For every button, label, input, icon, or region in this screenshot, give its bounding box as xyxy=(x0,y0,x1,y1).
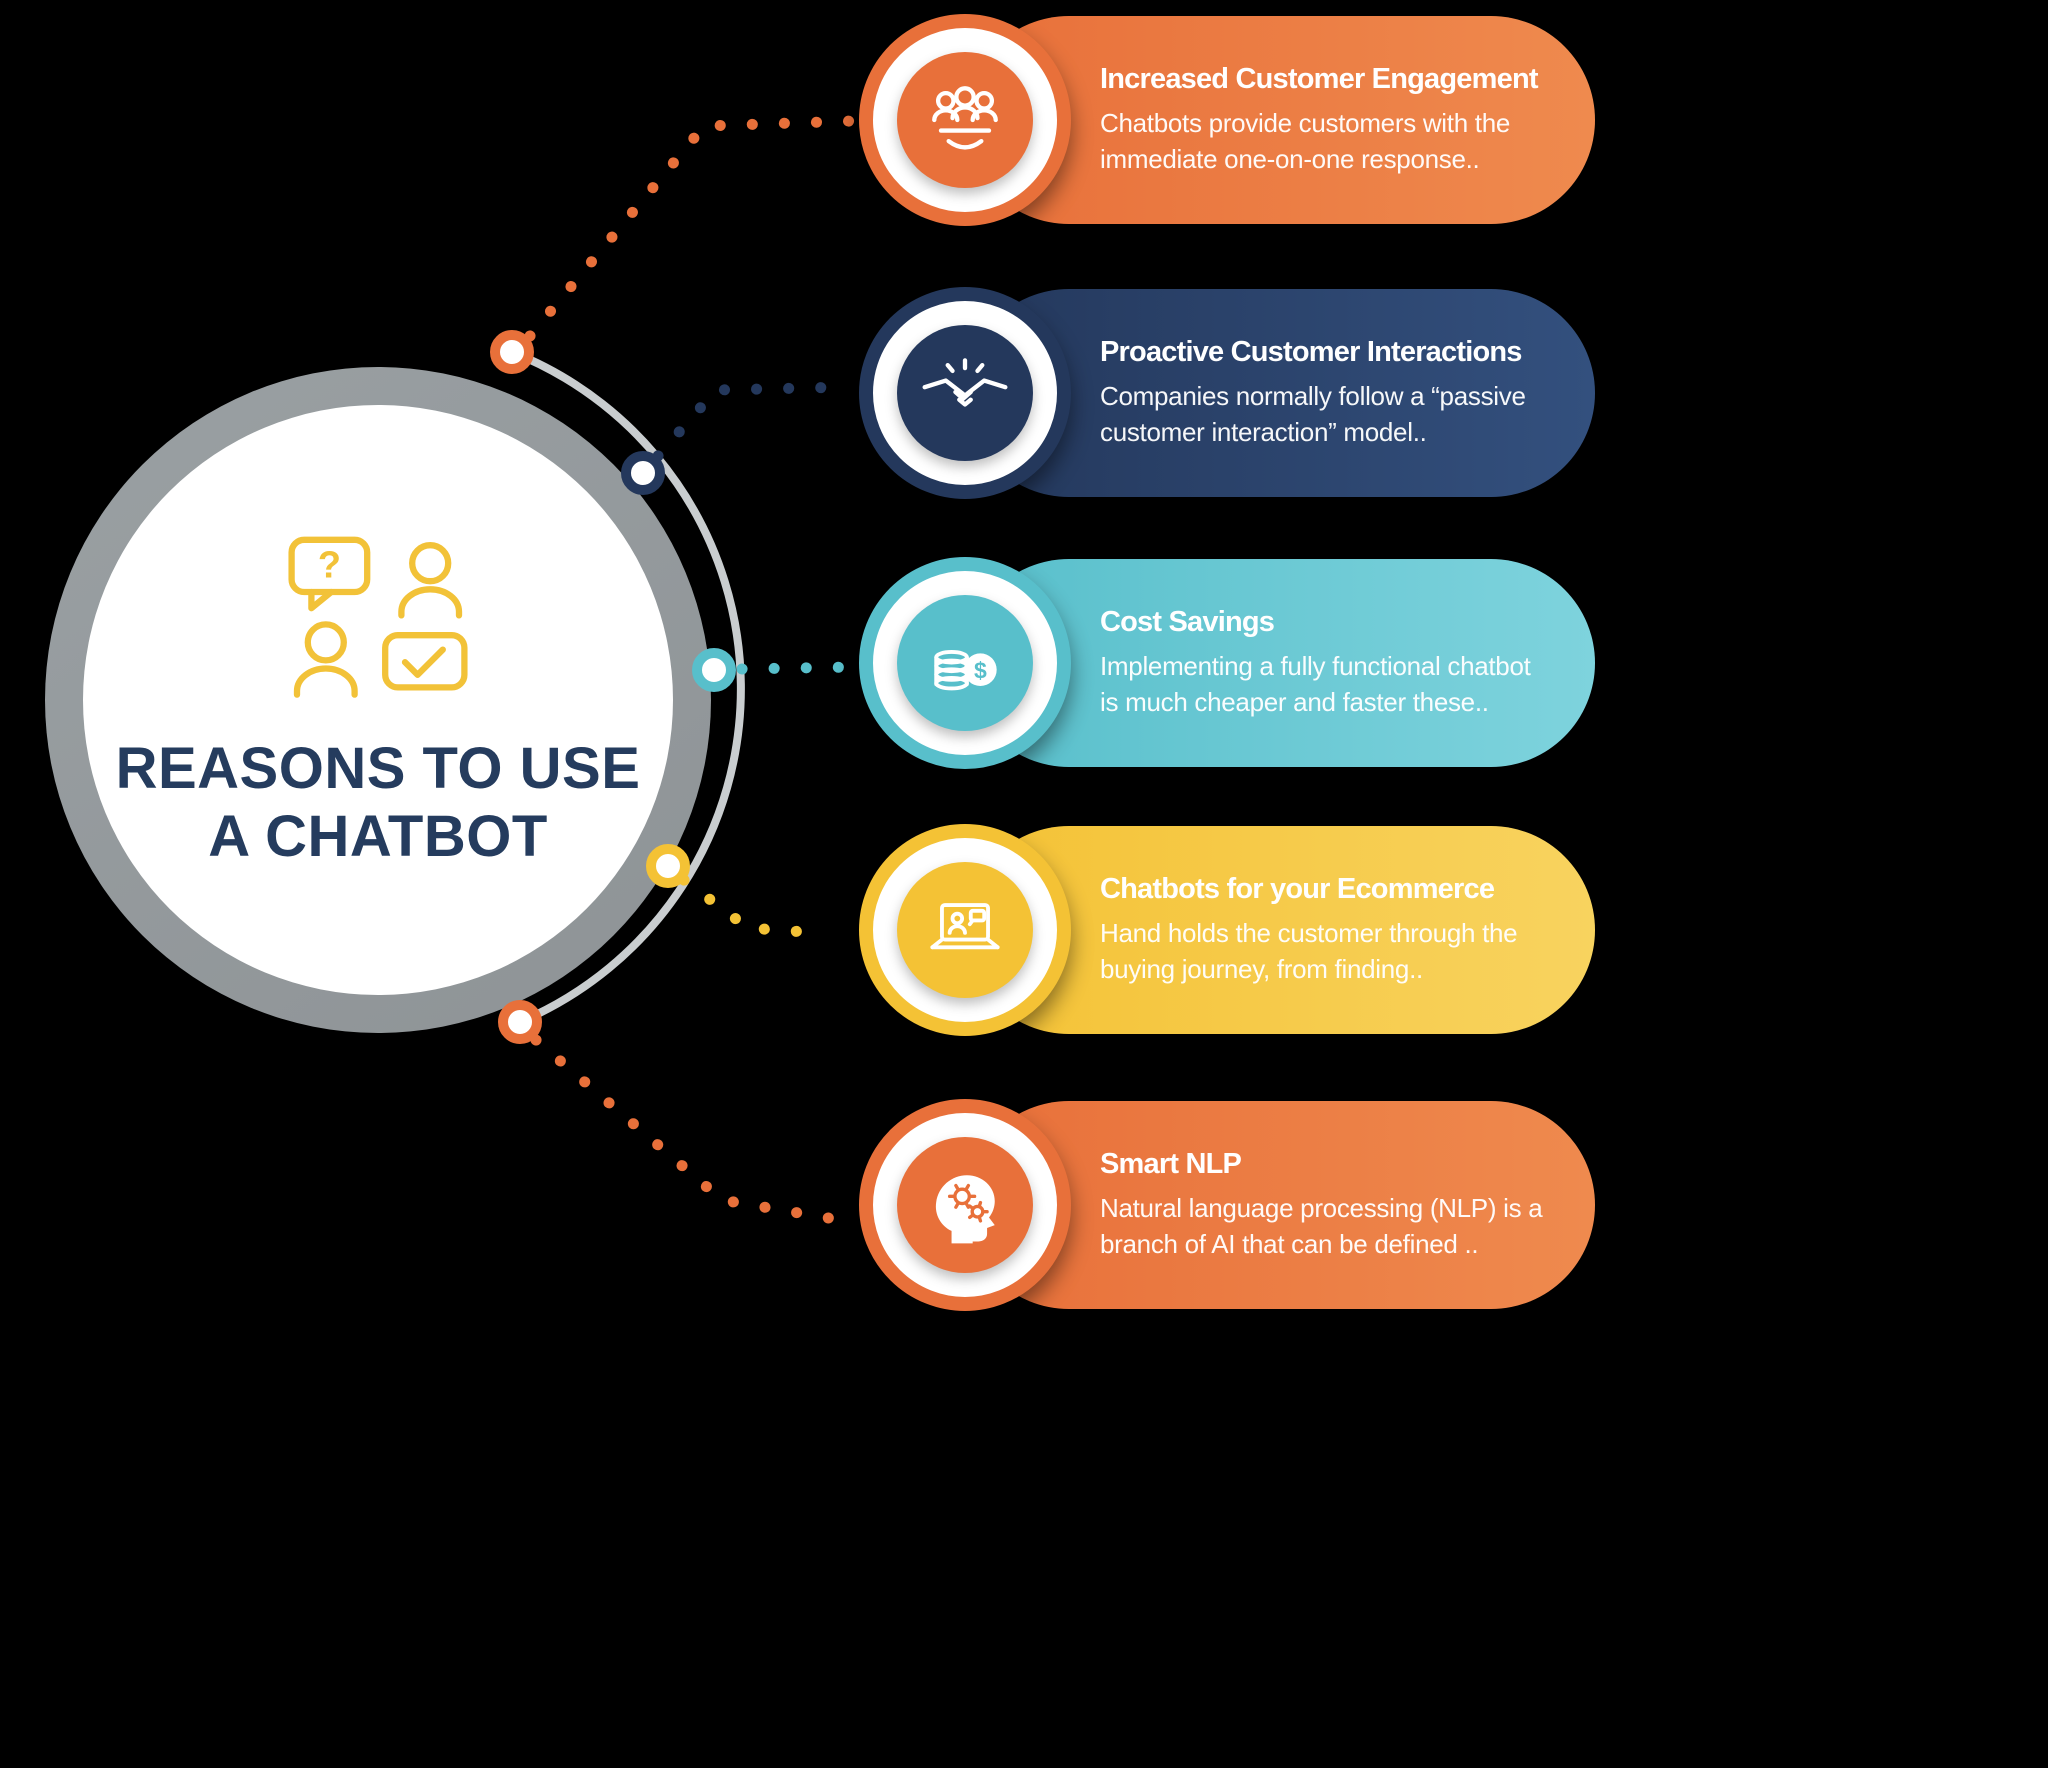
connector-dots-4 xyxy=(678,874,812,938)
reason-badge xyxy=(859,287,1071,499)
reason-badge xyxy=(859,1099,1071,1311)
connector-dots-2 xyxy=(652,381,856,462)
connector-dots-5 xyxy=(530,1034,858,1228)
reason-title: Proactive Customer Interactions xyxy=(1100,335,1522,368)
reason-badge-core: $ xyxy=(897,595,1033,731)
main-title-line2: A CHATBOT xyxy=(208,804,548,869)
reason-badge-core xyxy=(897,1137,1033,1273)
reason-title: Chatbots for your Ecommerce xyxy=(1100,872,1495,905)
reason-badge: $ xyxy=(859,557,1071,769)
reason-badge xyxy=(859,14,1071,226)
reason-item-proactive: Proactive Customer Interactions Companie… xyxy=(859,287,1619,499)
reason-pill: Proactive Customer Interactions Companie… xyxy=(965,289,1595,497)
connector-node-5 xyxy=(498,1000,542,1044)
reason-item-ecommerce: Chatbots for your Ecommerce Hand holds t… xyxy=(859,824,1619,1036)
reason-title: Smart NLP xyxy=(1100,1147,1242,1180)
main-title: REASONS TO USE A CHATBOT xyxy=(116,735,641,872)
cost-savings-icon: $ xyxy=(934,650,997,691)
svg-text:$: $ xyxy=(974,657,987,683)
reason-description: Implementing a fully functional chatbot … xyxy=(1100,650,1531,717)
reason-pill: Increased Customer Engagement Chatbots p… xyxy=(965,16,1595,224)
reason-item-smart-nlp: Smart NLP Natural language processing (N… xyxy=(859,1099,1619,1311)
ecommerce-chat-icon xyxy=(930,903,1000,950)
svg-text:?: ? xyxy=(318,544,341,586)
chat-people-icon: ? xyxy=(288,536,468,698)
main-title-line1: REASONS TO USE xyxy=(115,735,641,801)
reason-badge xyxy=(859,824,1071,1036)
central-circle-inner: ? REASONS TO USE A CHATBOT xyxy=(83,405,673,995)
reason-title: Cost Savings xyxy=(1100,605,1275,638)
central-circle: ? REASONS TO USE A CHATBOT xyxy=(45,367,711,1033)
reason-description: Natural language processing (NLP) is a b… xyxy=(1100,1192,1543,1259)
connector-node-1 xyxy=(490,330,534,374)
reason-description: Companies normally follow a “passive cus… xyxy=(1100,380,1526,447)
connector-dots-3 xyxy=(736,661,858,675)
reason-item-cost-savings: Cost Savings Implementing a fully functi… xyxy=(859,557,1619,769)
smart-nlp-icon xyxy=(935,1175,995,1244)
reason-title: Increased Customer Engagement xyxy=(1100,62,1539,95)
reason-badge-core xyxy=(897,862,1033,998)
reason-badge-core xyxy=(897,52,1033,188)
customer-engagement-icon xyxy=(932,86,998,150)
reason-badge-core xyxy=(897,325,1033,461)
handshake-icon xyxy=(922,358,1008,407)
reason-description: Hand holds the customer through the buyi… xyxy=(1100,917,1518,984)
reason-item-engagement: Increased Customer Engagement Chatbots p… xyxy=(859,14,1619,226)
reason-description: Chatbots provide customers with the imme… xyxy=(1100,107,1511,174)
connector-dots-1 xyxy=(524,115,858,342)
